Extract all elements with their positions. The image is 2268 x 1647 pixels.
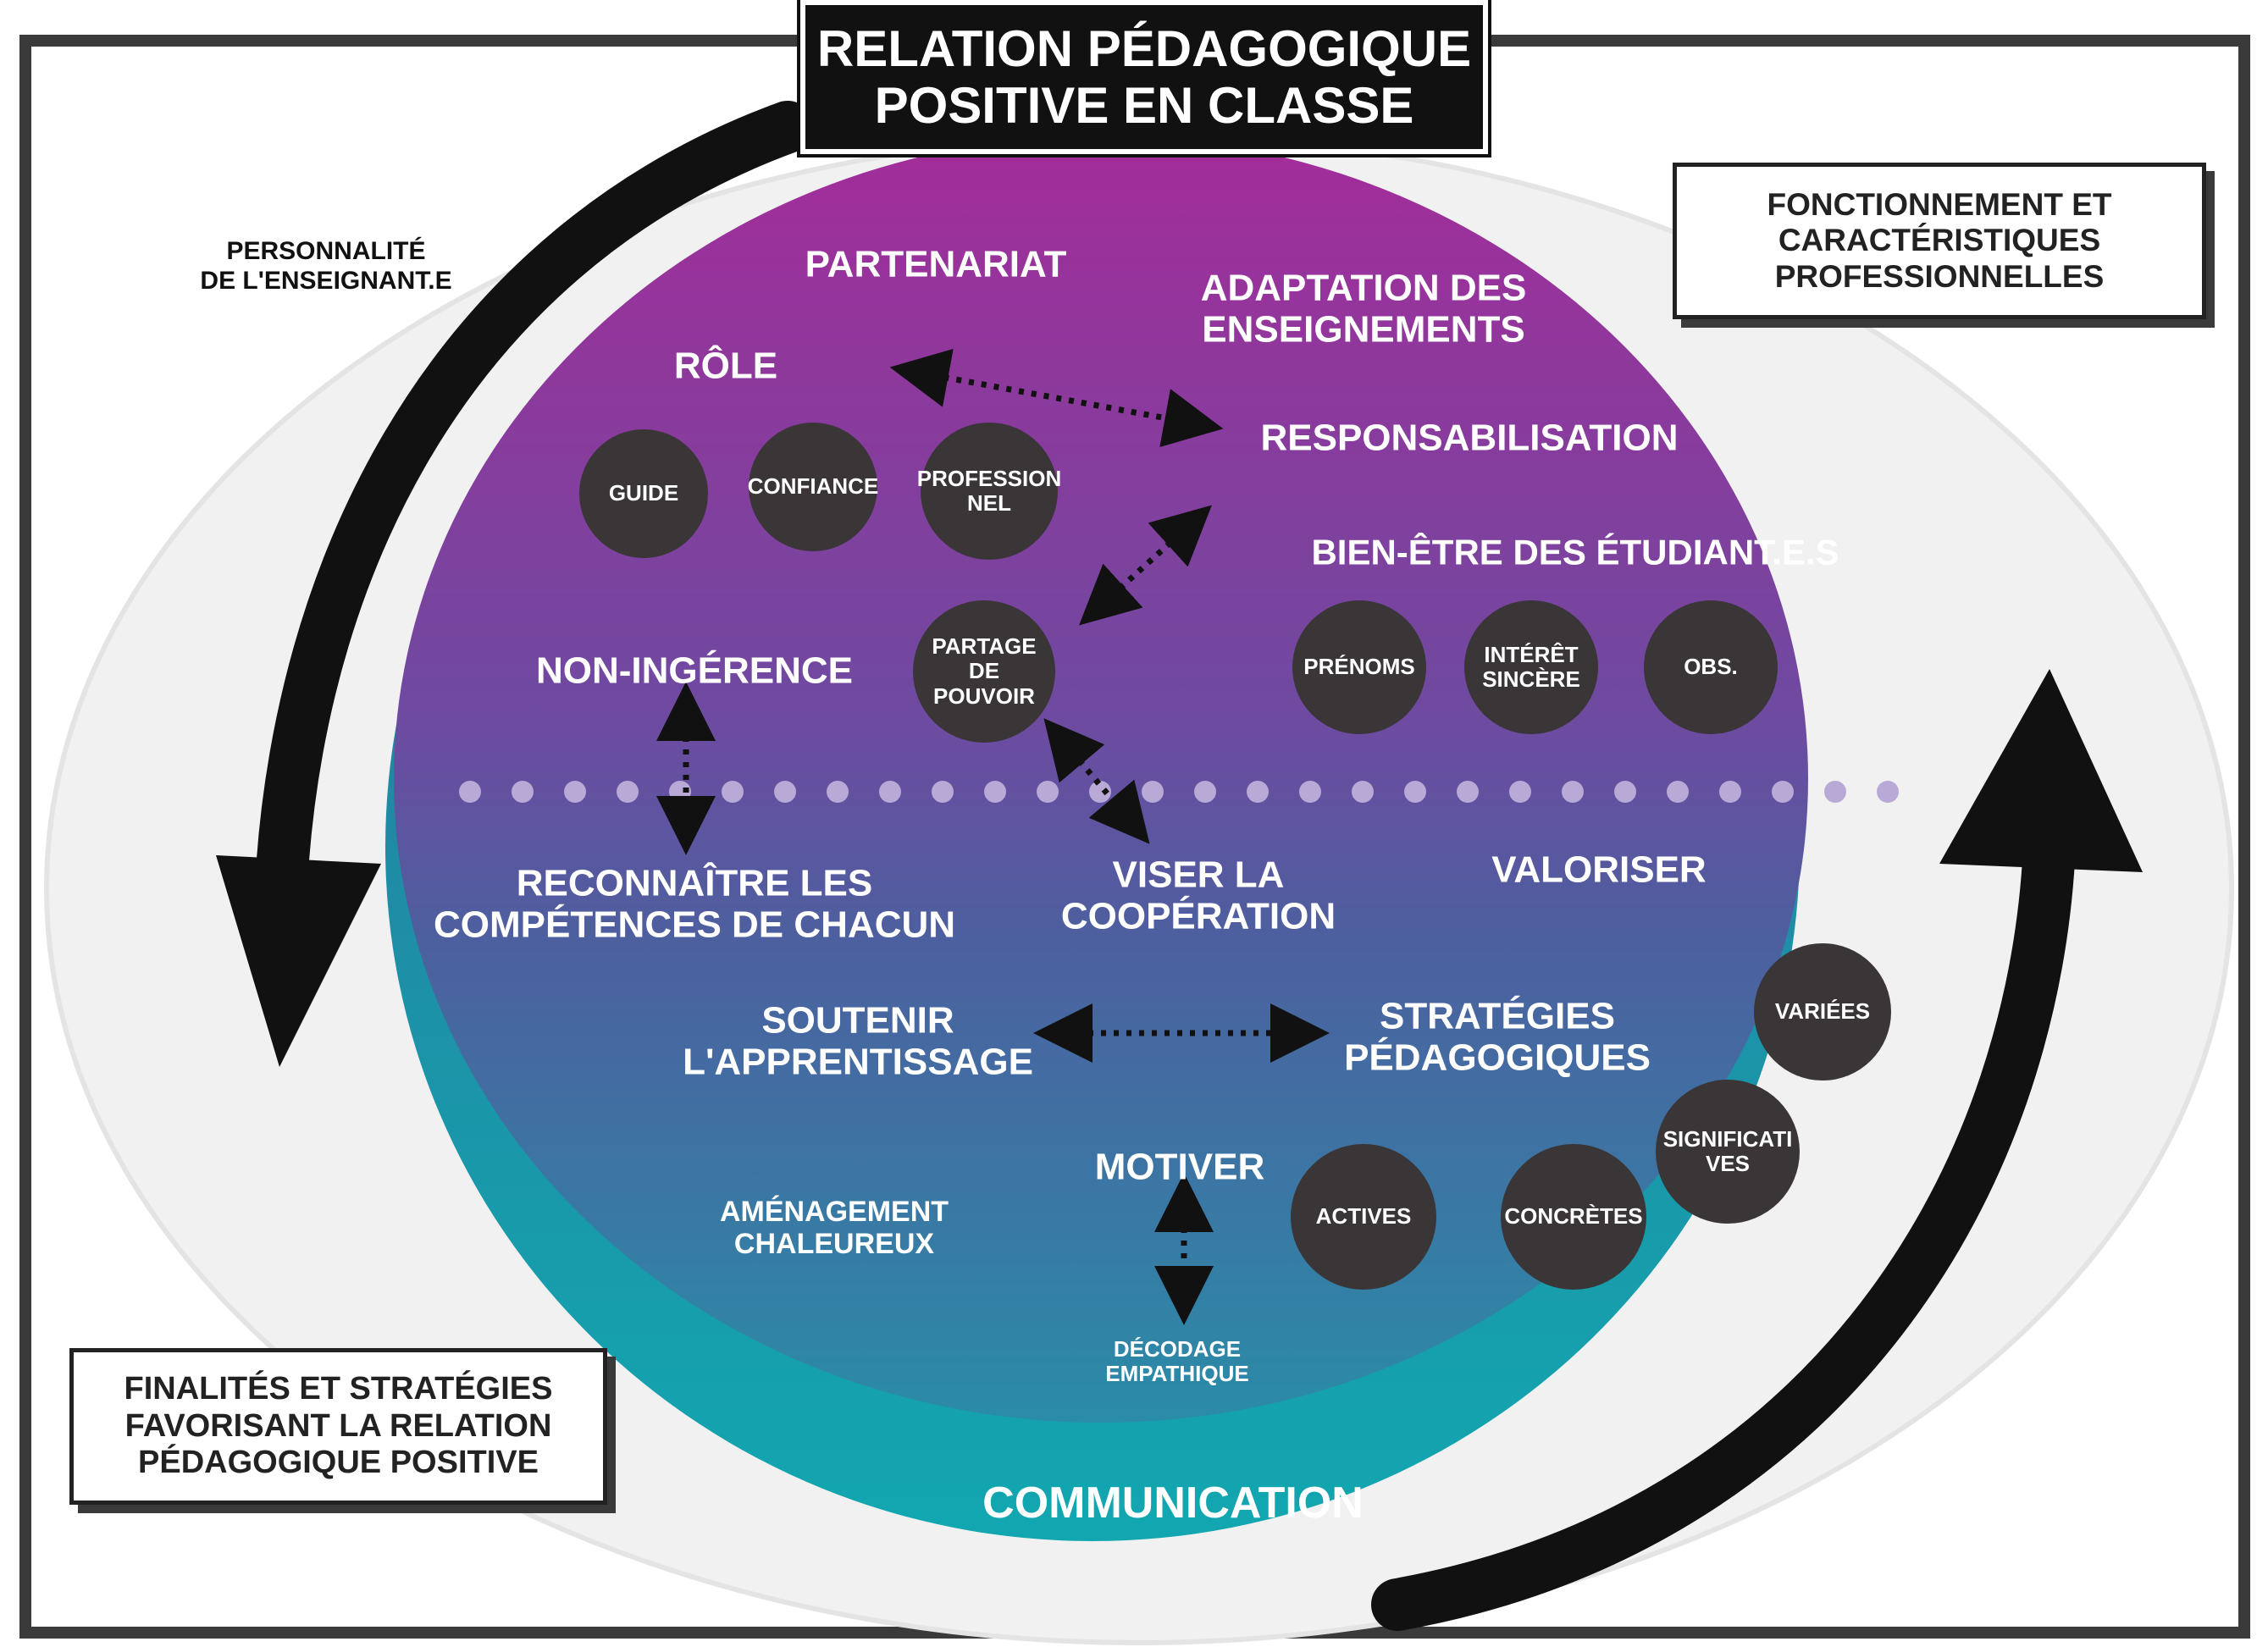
bubble-concretes: CONCRÈTES (1501, 1144, 1646, 1290)
separator-dot (1614, 781, 1636, 803)
separator-dot (932, 781, 954, 803)
separator-dot (1562, 781, 1584, 803)
label-fonctionnement: FONCTIONNEMENT ET CARACTÉRISTIQUES PROFE… (1767, 186, 2112, 294)
separator-dot (512, 781, 534, 803)
separator-dot (1457, 781, 1479, 803)
separator-dot (1299, 781, 1321, 803)
link-partage-viser (1043, 718, 1150, 844)
label-finalites: FINALITÉS ET STRATÉGIES FAVORISANT LA RE… (124, 1370, 553, 1481)
label-valoriser: VALORISER (1491, 848, 1707, 891)
separator-dot (1194, 781, 1216, 803)
separator-dot (1772, 781, 1794, 803)
label-amenagement: AMÉNAGEMENT CHALEUREUX (719, 1195, 949, 1260)
separator-dot (1352, 781, 1374, 803)
label-role: RÔLE (673, 345, 778, 387)
bubble-actives: ACTIVES (1291, 1144, 1436, 1290)
dotted-links (656, 348, 1330, 1325)
bubble-variees: VARIÉES (1754, 943, 1891, 1080)
dotted-separator (459, 781, 1899, 803)
box-finalites: FINALITÉS ET STRATÉGIES FAVORISANT LA RE… (69, 1348, 607, 1505)
right-cycle-arrow-shaft (1371, 736, 2077, 1631)
label-responsabilisation: RESPONSABILISATION (1260, 417, 1679, 459)
link-role-adaptation (889, 348, 1224, 448)
separator-dot (984, 781, 1006, 803)
label-adaptation: ADAPTATION DES ENSEIGNEMENTS (1200, 267, 1527, 351)
separator-dot (879, 781, 901, 803)
label-bien-etre: BIEN-ÊTRE DES ÉTUDIANT.E.S (1311, 532, 1839, 572)
label-strategies: STRATÉGIES PÉDAGOGIQUES (1344, 995, 1651, 1079)
bubble-confiance: CONFIANCE (748, 423, 878, 551)
separator-dot (1667, 781, 1689, 803)
separator-dot (617, 781, 639, 803)
bubble-interet: INTÉRÊT SINCÈRE (1464, 600, 1598, 734)
separator-dot (774, 781, 796, 803)
bubble-obs: OBS. (1644, 600, 1778, 734)
bubble-guide: GUIDE (579, 429, 708, 558)
left-cycle-arrowhead (216, 855, 381, 1067)
separator-dot (1509, 781, 1531, 803)
label-partenariat: PARTENARIAT (805, 243, 1067, 285)
separator-dot (1404, 781, 1426, 803)
separator-dot (564, 781, 586, 803)
separator-dot (1247, 781, 1269, 803)
label-non-ingerence: NON-INGÉRENCE (535, 649, 854, 692)
label-reconnaitre: RECONNAÎTRE LES COMPÉTENCES DE CHACUN (433, 862, 956, 946)
separator-dot (1037, 781, 1059, 803)
separator-dot (1824, 781, 1846, 803)
separator-dot (722, 781, 744, 803)
bubble-partage-pouvoir: PARTAGE DE POUVOIR (913, 600, 1055, 743)
separator-dot (827, 781, 849, 803)
box-fonctionnement: FONCTIONNEMENT ET CARACTÉRISTIQUES PROFE… (1673, 163, 2206, 319)
label-soutenir: SOUTENIR L'APPRENTISSAGE (683, 999, 1033, 1083)
separator-dot (1142, 781, 1164, 803)
diagram-title: RELATION PÉDAGOGIQUE POSITIVE EN CLASSE (800, 0, 1488, 154)
separator-dot (1719, 781, 1741, 803)
label-motiver: MOTIVER (1094, 1146, 1265, 1188)
label-decodage: DÉCODAGE EMPATHIQUE (1105, 1335, 1249, 1386)
bubble-significatives: SIGNIFICATI VES (1656, 1080, 1800, 1224)
separator-dot (1877, 781, 1899, 803)
label-personnalite: PERSONNALITÉ DE L'ENSEIGNANT.E (200, 237, 452, 295)
left-cycle-arrow-shaft (253, 101, 814, 975)
label-viser: VISER LA COOPÉRATION (1060, 854, 1336, 937)
separator-dot (459, 781, 481, 803)
bubble-prenoms: PRÉNOMS (1292, 600, 1426, 734)
label-communication: COMMUNICATION (982, 1478, 1364, 1528)
bubble-professionnel: PROFESSION NEL (917, 423, 1061, 560)
right-cycle-arrowhead (1939, 669, 2143, 872)
